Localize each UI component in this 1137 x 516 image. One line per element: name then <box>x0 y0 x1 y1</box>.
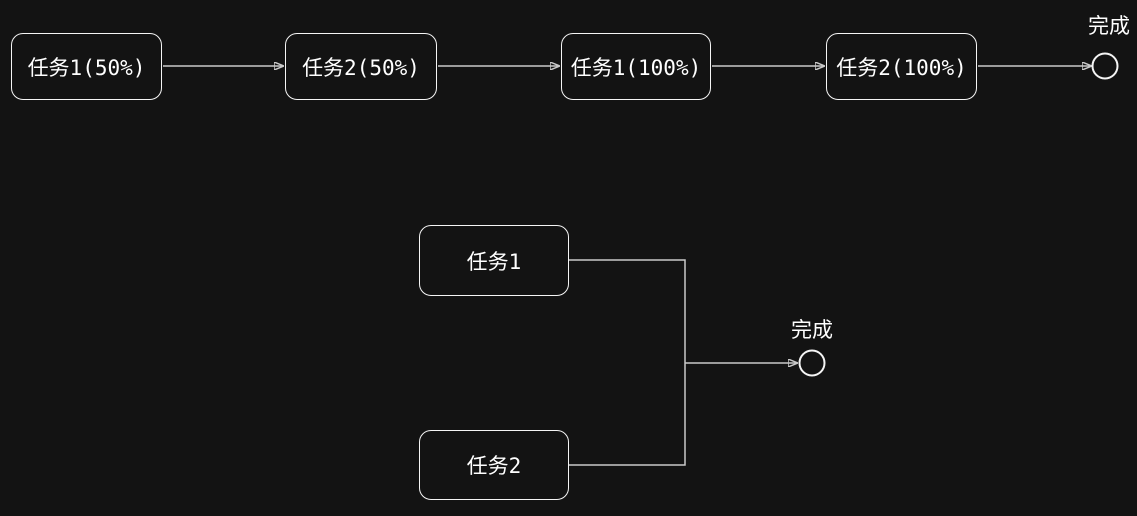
task-node-top-1: 任务1(50%) <box>11 33 162 100</box>
task-node-bottom-2: 任务2 <box>419 430 569 500</box>
task-node-label: 任务2 <box>466 454 522 478</box>
end-state-circle-bottom <box>798 349 826 377</box>
task-node-top-4: 任务2(100%) <box>826 33 977 100</box>
task-node-label: 任务2(50%) <box>302 55 420 80</box>
task-node-label: 任务1 <box>466 249 522 274</box>
end-state-label-top: 完成 <box>1088 14 1130 38</box>
end-state-label-bottom: 完成 <box>791 318 833 342</box>
end-state-circle-top <box>1091 52 1119 80</box>
task-node-bottom-1: 任务1 <box>419 225 569 296</box>
task-node-label: 任务1(50%) <box>27 55 146 80</box>
task-node-label: 任务2(100%) <box>836 55 967 80</box>
edge-merge-bottom <box>569 259 686 466</box>
task-node-top-2: 任务2(50%) <box>285 33 437 100</box>
task-node-label: 任务1(100%) <box>570 55 702 80</box>
task-node-top-3: 任务1(100%) <box>561 33 711 100</box>
